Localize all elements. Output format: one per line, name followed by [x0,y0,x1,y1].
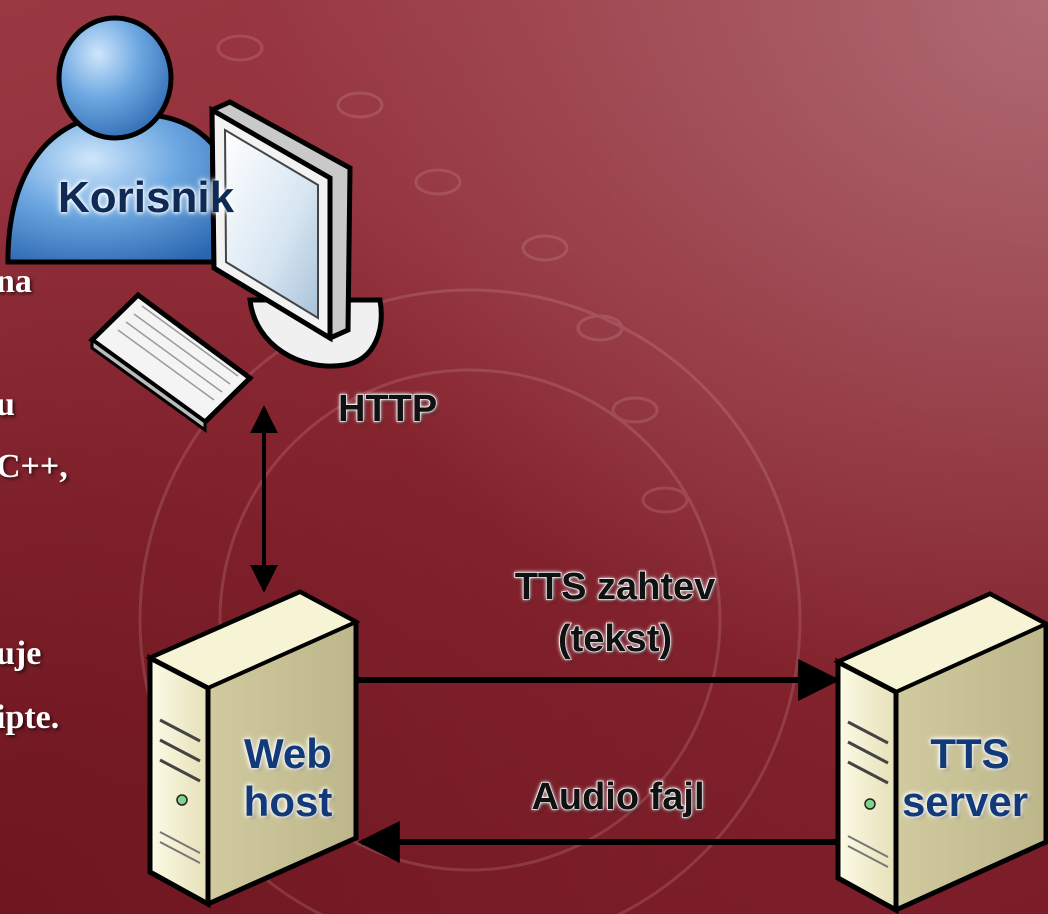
tts-request-label-line1: TTS zahtev [514,565,716,609]
server-tower-icon [833,591,1048,914]
web-host-label-line2: host [243,778,333,825]
tts-server-label-line1: TTS [930,730,1010,777]
tts-server-label-line2: server [901,778,1029,825]
user-label: Korisnik [58,173,235,222]
audio-file-label: Audio fajl [531,775,706,819]
web-host-label-line1: Web [244,730,332,777]
server-tower-icon [145,589,361,909]
slide-text-fragment: C++, [0,448,68,485]
computer-monitor-icon [209,99,384,369]
user-icon [5,15,248,265]
background-watermark [138,34,802,914]
keyboard-icon [88,291,254,433]
tts-request-label-line2: (tekst) [557,617,673,661]
slide-text-fragment: na [0,263,32,300]
slide-text-fragment: ipte. [0,699,60,736]
slide-text-fragment: u [0,386,15,423]
http-label: HTTP [337,387,438,431]
slide-text-fragment: uje [0,635,42,672]
